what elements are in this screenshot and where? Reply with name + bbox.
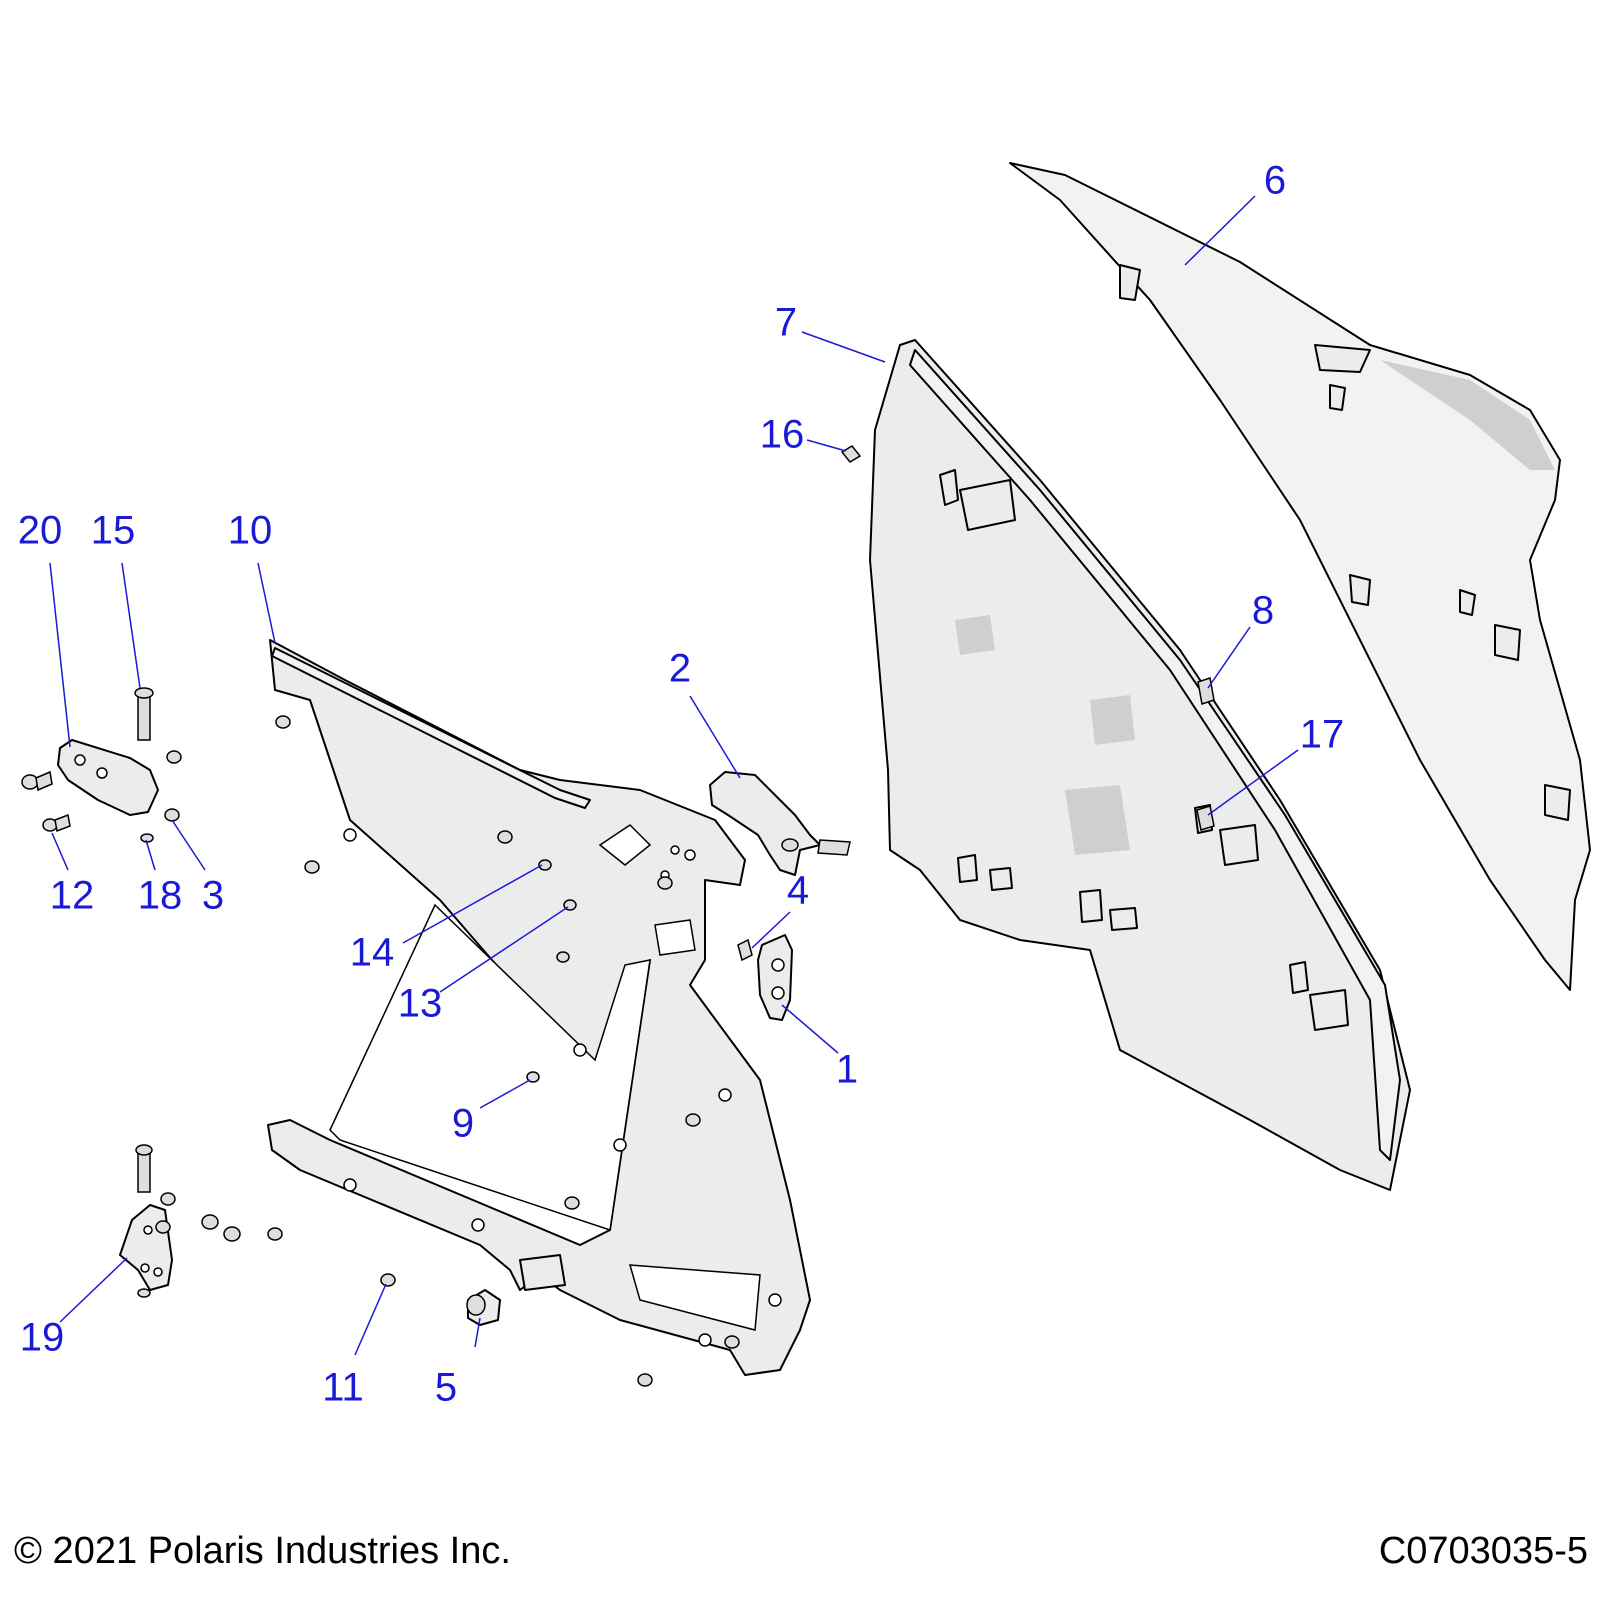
drawing-number: C0703035-5 [1378, 1530, 1588, 1572]
rubber-bumper [466, 1289, 501, 1326]
inner-door-panel [869, 339, 1411, 1191]
lower-hinge [119, 1144, 283, 1298]
callout-9: 9 [452, 1102, 474, 1146]
callout-14: 14 [350, 931, 395, 975]
callout-17: 17 [1300, 713, 1345, 757]
pin-lower [137, 1151, 151, 1193]
bolt-a [21, 774, 39, 790]
callout-labels: 1 2 3 4 5 6 7 8 9 10 11 12 13 14 15 16 1… [18, 159, 1345, 1410]
callout-4: 4 [787, 869, 809, 913]
latch-striker [737, 934, 793, 1021]
bushing-top [166, 750, 182, 764]
nut-3 [164, 808, 180, 822]
clip-4 [737, 938, 753, 962]
callout-18: 18 [138, 874, 183, 918]
upper-hinge [21, 687, 182, 843]
leader-lines [49, 195, 1299, 1356]
pin-15 [137, 694, 151, 741]
callout-6: 6 [1264, 159, 1286, 203]
callout-12: 12 [50, 874, 95, 918]
callout-11: 11 [322, 1366, 364, 1410]
callout-2: 2 [669, 647, 691, 691]
callout-19: 19 [20, 1316, 65, 1360]
callout-20: 20 [18, 509, 63, 553]
callout-1: 1 [836, 1048, 858, 1092]
fasteners [275, 715, 740, 1387]
latch-assembly [709, 771, 851, 876]
clip-16 [840, 445, 862, 463]
small-clips [840, 445, 1215, 831]
callout-10: 10 [228, 509, 273, 553]
clip-17 [1196, 805, 1215, 831]
callout-5: 5 [435, 1366, 457, 1410]
outer-door-panel [1009, 162, 1591, 991]
copyright-notice: © 2021 Polaris Industries Inc. [14, 1530, 511, 1572]
callout-16: 16 [760, 413, 805, 457]
door-frame [267, 639, 811, 1376]
callout-3: 3 [202, 874, 224, 918]
callout-13: 13 [398, 982, 443, 1026]
callout-8: 8 [1252, 589, 1274, 633]
callout-7: 7 [775, 301, 797, 345]
callout-15: 15 [91, 509, 136, 553]
